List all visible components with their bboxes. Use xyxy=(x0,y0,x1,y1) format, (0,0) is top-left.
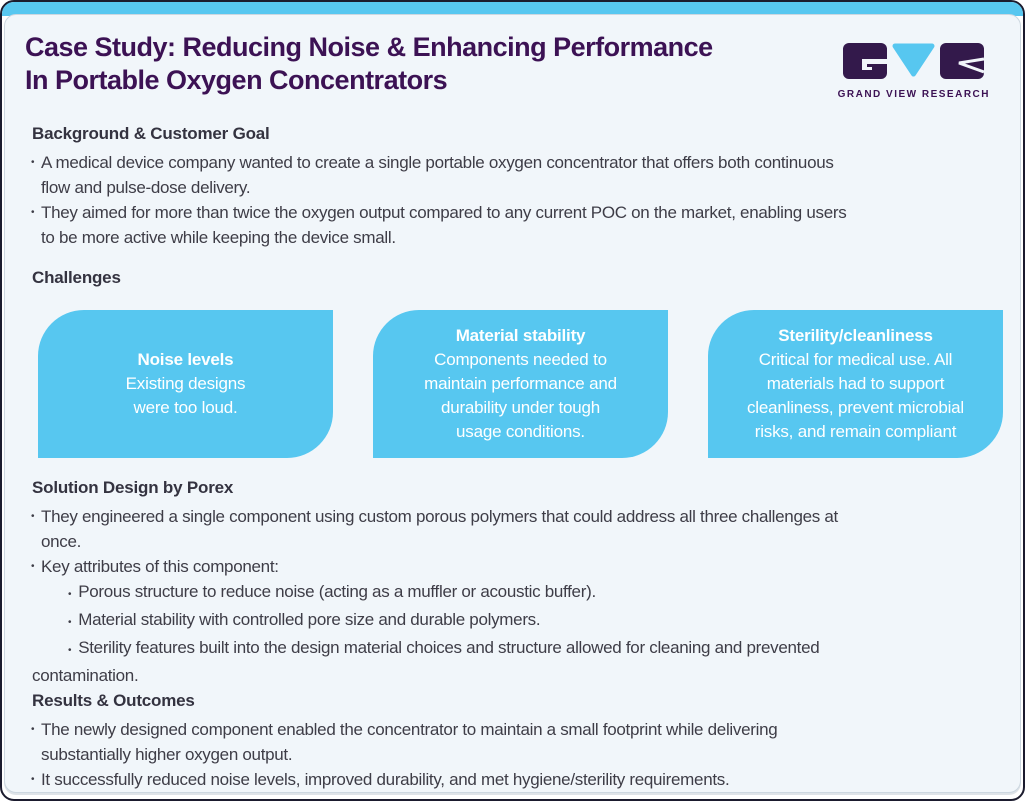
section-challenges: Challenges Noise levels Existing designs… xyxy=(32,266,1003,458)
background-heading: Background & Customer Goal xyxy=(32,124,270,143)
challenges-heading: Challenges xyxy=(32,268,121,287)
bullet-item: It successfully reduced noise levels, im… xyxy=(31,767,994,792)
challenge-cards: Noise levels Existing designs were too l… xyxy=(38,310,1003,458)
bullet-item: They engineered a single component using… xyxy=(31,504,994,554)
card-title: Sterility/cleanliness xyxy=(778,326,933,345)
sub-bullet-item: Material stability with controlled pore … xyxy=(32,607,994,635)
header: Case Study: Reducing Noise & Enhancing P… xyxy=(25,31,994,100)
logo-mark-g-icon xyxy=(843,43,888,79)
content-panel: Case Study: Reducing Noise & Enhancing P… xyxy=(4,14,1021,793)
challenge-card-sterility: Sterility/cleanliness Critical for medic… xyxy=(708,310,1003,458)
logo-text: GRAND VIEW RESEARCH xyxy=(837,89,990,100)
section-background: Background & Customer Goal A medical dev… xyxy=(31,122,994,250)
logo-mark-v-icon xyxy=(892,43,935,77)
page-title-line-1: Case Study: Reducing Noise & Enhancing P… xyxy=(25,32,713,62)
solution-heading: Solution Design by Porex xyxy=(32,478,234,497)
section-solution: Solution Design by Porex They engineered… xyxy=(31,476,994,688)
page-title-line-2: In Portable Oxygen Concentrators xyxy=(25,65,448,95)
card-body: Components needed to maintain performanc… xyxy=(424,350,617,441)
section-results: Results & Outcomes The newly designed co… xyxy=(31,689,994,792)
challenge-card-noise: Noise levels Existing designs were too l… xyxy=(38,310,333,458)
bullet-item: The newly designed component enabled the… xyxy=(31,717,994,767)
results-bullets: The newly designed component enabled the… xyxy=(31,717,994,792)
card-body: Critical for medical use. All materials … xyxy=(747,350,964,441)
sub-bullet-item: Sterility features built into the design… xyxy=(32,635,994,688)
card-body: Existing designs were too loud. xyxy=(125,374,246,417)
bullet-item: They aimed for more than twice the oxyge… xyxy=(31,200,994,250)
logo-mark-r-icon xyxy=(940,43,985,79)
sub-bullet-item: Porous structure to reduce noise (acting… xyxy=(32,579,994,607)
solution-bullets: They engineered a single component using… xyxy=(31,504,994,688)
challenge-card-material: Material stability Components needed to … xyxy=(373,310,668,458)
results-heading: Results & Outcomes xyxy=(32,691,195,710)
bullet-item: Key attributes of this component: xyxy=(31,554,994,579)
page-title: Case Study: Reducing Noise & Enhancing P… xyxy=(25,31,713,97)
card-title: Noise levels xyxy=(137,350,234,369)
card-title: Material stability xyxy=(455,326,586,345)
top-accent-bar xyxy=(2,2,1023,16)
background-bullets: A medical device company wanted to creat… xyxy=(31,150,994,250)
gvr-logo: GRAND VIEW RESEARCH xyxy=(838,43,990,100)
gvr-logo-marks xyxy=(843,43,985,79)
bullet-item: A medical device company wanted to creat… xyxy=(31,150,994,200)
